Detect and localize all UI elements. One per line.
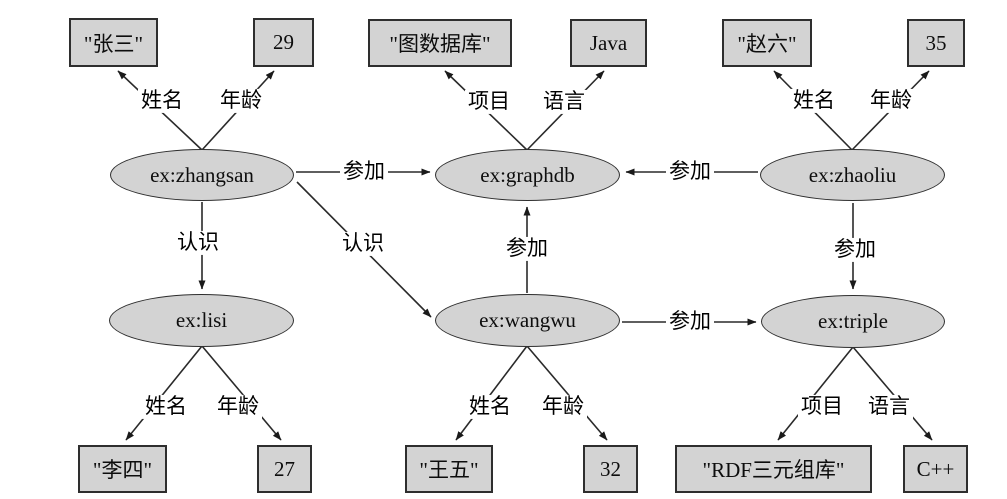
resource-wangwu: ex:wangwu <box>435 294 620 347</box>
resource-lisi: ex:lisi <box>109 294 294 347</box>
edge-triple-lang-line <box>852 346 933 441</box>
resource-zhangsan: ex:zhangsan <box>110 149 294 201</box>
resource-graphdb: ex:graphdb <box>435 149 620 201</box>
edge-label-triple-project: 项目 <box>798 394 846 420</box>
edge-label-lisi-name: 姓名 <box>142 394 190 420</box>
literal-graphdb-lang: Java <box>570 19 647 67</box>
edge-label-zhaoliu-graphdb: 参加 <box>666 159 714 185</box>
literal-wangwu-age: 32 <box>583 445 638 493</box>
edge-label-wangwu-age: 年龄 <box>539 394 587 420</box>
edge-label-zhangsan-wangwu: 认识 <box>339 231 387 257</box>
literal-zhaoliu-age: 35 <box>907 19 965 67</box>
edge-label-wangwu-triple: 参加 <box>666 309 714 335</box>
literal-wangwu-name: "王五" <box>405 445 493 493</box>
edge-label-wangwu-name: 姓名 <box>466 394 514 420</box>
edge-label-lisi-age: 年龄 <box>214 394 262 420</box>
resource-triple: ex:triple <box>761 295 945 348</box>
resource-zhaoliu: ex:zhaoliu <box>760 149 945 201</box>
edge-lisi-age-line <box>201 345 282 441</box>
literal-graphdb-project: "图数据库" <box>368 19 512 67</box>
edge-label-wangwu-graphdb: 参加 <box>503 236 551 262</box>
literal-zhangsan-name: "张三" <box>69 18 158 67</box>
edge-label-zhangsan-graphdb: 参加 <box>340 159 388 185</box>
edge-label-zhangsan-lisi: 认识 <box>174 230 222 256</box>
literal-triple-lang: C++ <box>903 445 968 493</box>
edge-label-zhangsan-age: 年龄 <box>217 88 265 114</box>
literal-lisi-age: 27 <box>257 445 312 493</box>
literal-zhaoliu-name: "赵六" <box>722 19 812 67</box>
edge-label-graphdb-project: 项目 <box>465 89 513 115</box>
edge-triple-project-line <box>777 346 854 441</box>
edge-label-zhaoliu-name: 姓名 <box>790 88 838 114</box>
edge-lisi-name-line <box>125 345 203 441</box>
edge-label-graphdb-lang: 语言 <box>540 89 588 115</box>
literal-zhangsan-age: 29 <box>253 18 314 67</box>
literal-lisi-name: "李四" <box>78 445 167 493</box>
edge-label-triple-lang: 语言 <box>865 394 913 420</box>
literal-triple-project: "RDF三元组库" <box>675 445 872 493</box>
edge-wangwu-age-line <box>526 345 608 441</box>
edge-wangwu-name-line <box>455 345 528 441</box>
edge-label-zhaoliu-triple: 参加 <box>831 237 879 263</box>
edge-label-zhaoliu-age: 年龄 <box>867 88 915 114</box>
edge-label-zhangsan-name: 姓名 <box>138 88 186 114</box>
